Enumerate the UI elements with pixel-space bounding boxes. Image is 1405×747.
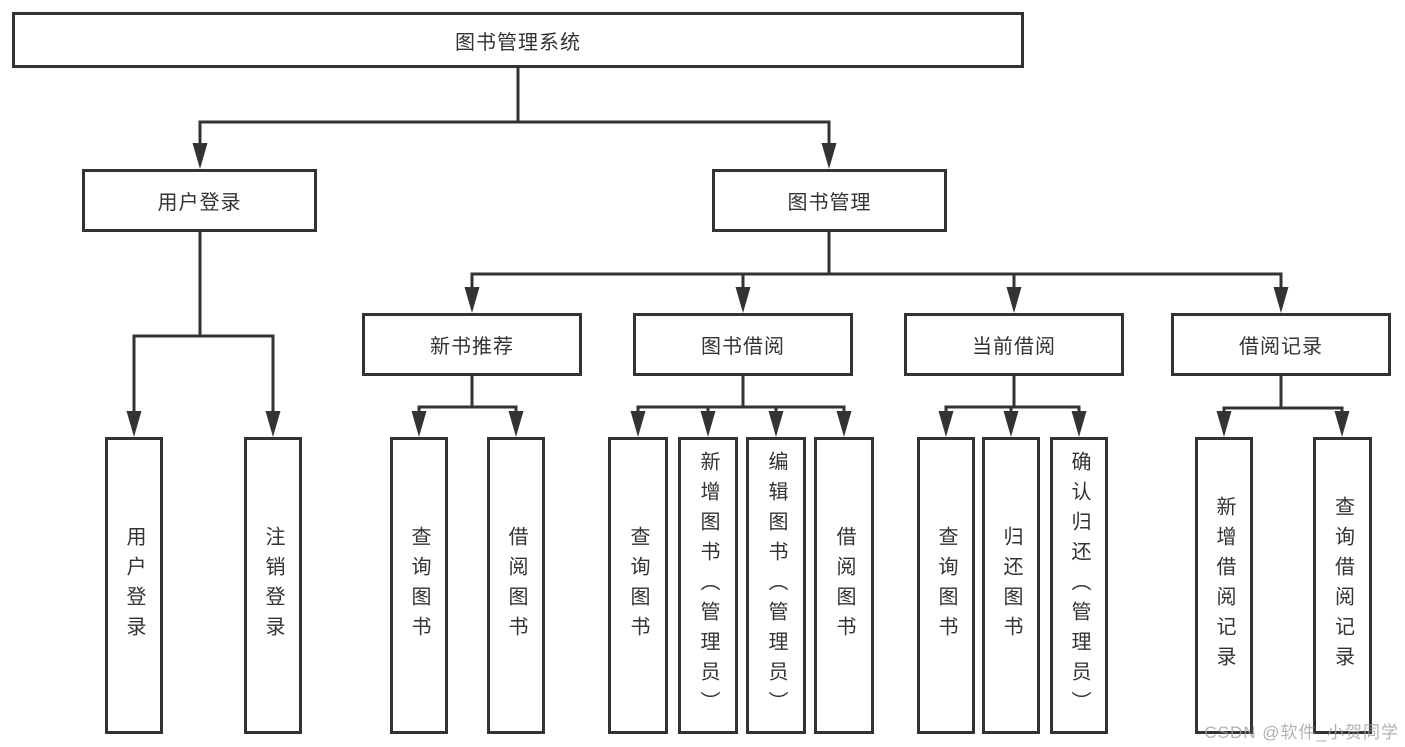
node-edit-book-admin: 编辑图书（管理员） xyxy=(746,437,806,734)
node-label: 借阅图书 xyxy=(505,525,527,646)
node-label: 查询图书 xyxy=(627,525,649,646)
node-borrowing-records: 借阅记录 xyxy=(1171,313,1391,376)
node-label: 借阅图书 xyxy=(833,525,855,646)
node-return-book: 归还图书 xyxy=(982,437,1040,734)
node-label: 编辑图书（管理员） xyxy=(765,450,787,721)
node-book-management: 图书管理 xyxy=(712,169,947,232)
node-recommend-borrow-books: 借阅图书 xyxy=(487,437,545,734)
node-label: 查询图书 xyxy=(408,525,430,646)
node-add-book-admin: 新增图书（管理员） xyxy=(678,437,738,734)
node-label: 查询图书 xyxy=(935,525,957,646)
node-current-borrowing: 当前借阅 xyxy=(904,313,1124,376)
watermark: CSDN @软件_小贺同学 xyxy=(1204,723,1399,742)
node-user-login-leaf: 用户登录 xyxy=(105,437,163,734)
node-current-query-books: 查询图书 xyxy=(917,437,975,734)
node-borrow-query-books: 查询图书 xyxy=(608,437,668,734)
node-new-book-recommend: 新书推荐 xyxy=(362,313,582,376)
node-label: 用户登录 xyxy=(123,525,145,646)
node-user-login-branch: 用户登录 xyxy=(82,169,317,232)
node-query-borrow-record: 查询借阅记录 xyxy=(1313,437,1372,734)
node-confirm-return-admin: 确认归还（管理员） xyxy=(1050,437,1108,734)
node-label: 注销登录 xyxy=(262,525,284,646)
node-logout: 注销登录 xyxy=(244,437,302,734)
node-label: 新增图书（管理员） xyxy=(697,450,719,721)
node-book-borrowing: 图书借阅 xyxy=(633,313,853,376)
node-library-system: 图书管理系统 xyxy=(12,12,1024,68)
node-borrow-borrow-books: 借阅图书 xyxy=(814,437,874,734)
node-label: 确认归还（管理员） xyxy=(1068,450,1090,721)
node-add-borrow-record: 新增借阅记录 xyxy=(1195,437,1253,734)
node-label: 归还图书 xyxy=(1000,525,1022,646)
node-label: 查询借阅记录 xyxy=(1331,495,1354,676)
node-label: 新增借阅记录 xyxy=(1213,495,1235,676)
node-recommend-query-books: 查询图书 xyxy=(390,437,448,734)
